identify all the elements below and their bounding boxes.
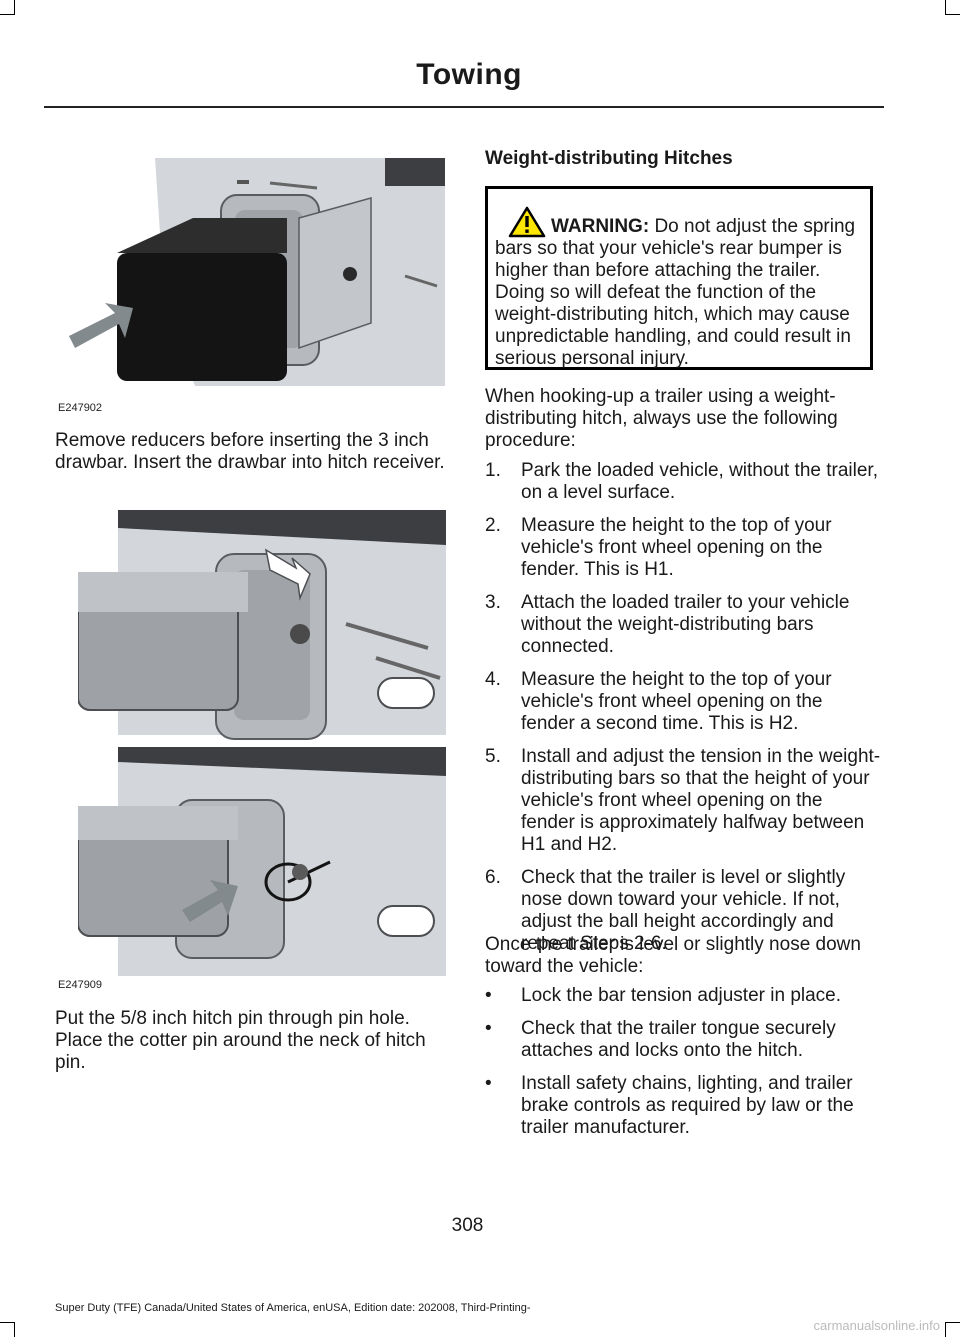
figure-code: E247902: [58, 402, 103, 414]
hitch-pin-illustration: [78, 510, 446, 976]
header-rule: [44, 106, 884, 108]
list-item: 5.Install and adjust the tension in the …: [485, 746, 881, 855]
section-heading: Weight-distributing Hitches: [485, 148, 733, 169]
footer-text: Super Duty (TFE) Canada/United States of…: [55, 1302, 531, 1314]
list-item: 1.Park the loaded vehicle, without the t…: [485, 460, 878, 503]
paragraph: Put the 5/8 inch hitch pin through pin h…: [55, 1008, 426, 1073]
warning-box: WARNING: Do not adjust the spring bars s…: [485, 186, 873, 370]
paragraph: When hooking-up a trailer using a weight…: [485, 386, 838, 451]
crop-mark: [0, 1322, 15, 1323]
watermark: carmanualsonline.info: [813, 1318, 940, 1333]
crop-mark: [945, 14, 960, 15]
page-number: 308: [451, 1215, 484, 1236]
crop-mark: [14, 0, 15, 15]
crop-mark: [14, 1322, 15, 1337]
crop-mark: [945, 1322, 946, 1337]
procedure-steps: 1.Park the loaded vehicle, without the t…: [485, 460, 881, 966]
crop-mark: [945, 0, 946, 15]
list-item: 2.Measure the height to the top of your …: [485, 515, 832, 580]
list-item: •Lock the bar tension adjuster in place.: [485, 985, 842, 1006]
figure-code: E247909: [58, 979, 103, 991]
warning-label: WARNING:: [551, 216, 650, 237]
warning-body: Do not adjust the spring bars so that yo…: [495, 216, 856, 369]
warning-text: WARNING: Do not adjust the spring bars s…: [495, 206, 866, 370]
list-item: 6.Check that the trailer is level or sli…: [485, 867, 846, 954]
crop-mark: [0, 14, 15, 15]
crop-mark: [945, 1322, 960, 1323]
paragraph: Once the trailer is level or slightly no…: [485, 934, 861, 977]
drawbar-insert-illustration: [69, 158, 445, 386]
page-title: Towing: [416, 58, 522, 91]
paragraph: Remove reducers before inserting the 3 i…: [55, 430, 445, 473]
list-item: 4.Measure the height to the top of your …: [485, 669, 832, 734]
bullet-list: •Lock the bar tension adjuster in place.…: [485, 985, 881, 1150]
figure-drawbar-insert: [55, 158, 445, 386]
warning-triangle-icon: [508, 206, 546, 238]
list-item: •Check that the trailer tongue securely …: [485, 1018, 836, 1061]
figure-hitch-pin: [78, 510, 446, 976]
list-item: 3.Attach the loaded trailer to your vehi…: [485, 592, 850, 657]
list-item: •Install safety chains, lighting, and tr…: [485, 1073, 854, 1138]
